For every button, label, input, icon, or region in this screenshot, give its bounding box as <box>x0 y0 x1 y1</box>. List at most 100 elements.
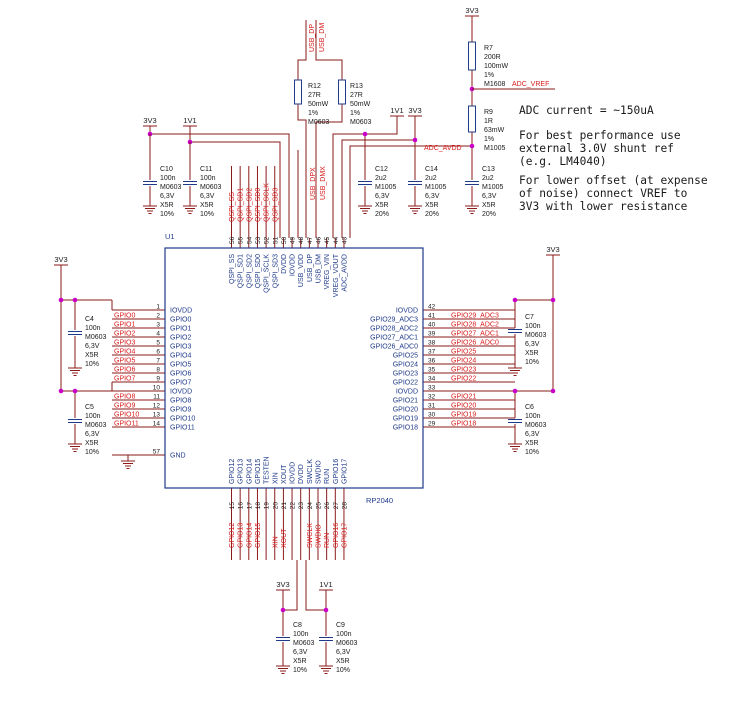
pin-number-32: 32 <box>428 394 436 401</box>
res-r9-text: R9 <box>484 109 493 116</box>
junction-dot <box>323 607 329 613</box>
net-label-gpio28_adc2: GPIO28_ADC2 <box>451 322 499 329</box>
pin-number-16: 16 <box>238 502 245 510</box>
cap-c5-text: X5R <box>85 440 99 447</box>
junction-dot <box>72 297 78 303</box>
pin-name-17: GPIO14 <box>246 459 253 484</box>
pin-name-39: GPIO27_ADC1 <box>370 335 418 342</box>
cap-c6-text: 100n <box>525 413 541 420</box>
net-label-gpio24: GPIO24 <box>451 358 476 365</box>
cap-c14-text: M1005 <box>425 184 447 191</box>
cap-c13-text: X5R <box>482 202 496 209</box>
pin-name-20: XIN <box>272 472 279 484</box>
pin-number-25: 25 <box>316 502 323 510</box>
junction-dot <box>72 388 78 394</box>
vreg-vin-wire <box>341 116 416 238</box>
net-label-gpio9: GPIO9 <box>114 403 136 410</box>
pin-name-26: RUN <box>324 469 331 484</box>
net-label-gpio15: GPIO15 <box>255 523 262 548</box>
cap-c12-text: 6,3V <box>375 193 390 200</box>
pin-number-24: 24 <box>307 502 314 510</box>
res-r7-text: 100mW <box>484 63 509 70</box>
net-label-gpio13: GPIO13 <box>238 523 245 548</box>
pin-number-20: 20 <box>272 502 279 510</box>
net-label-gpio25: GPIO25 <box>451 349 476 356</box>
pin-name-3: GPIO1 <box>170 326 192 333</box>
wire <box>297 50 307 80</box>
cap-c5-text: 100n <box>85 413 101 420</box>
cap-c6-text: C6 <box>525 404 534 411</box>
net-label-gpio23: GPIO23 <box>451 367 476 374</box>
power-label-c12: 1V1 <box>390 106 403 115</box>
net-label-gpio16: GPIO16 <box>333 523 340 548</box>
pin-number-46: 46 <box>316 236 323 244</box>
res-r9-text: 1R <box>484 118 493 125</box>
junction-dot <box>412 137 418 143</box>
pin-name-38: GPIO26_ADC0 <box>370 344 418 351</box>
net-label-gpio7: GPIO7 <box>114 376 136 383</box>
cap-c12-text: M1005 <box>375 184 397 191</box>
res-r7-text: R7 <box>484 45 493 52</box>
pin-name-29: GPIO18 <box>393 425 418 432</box>
pin-name-10: IOVDD <box>170 389 192 396</box>
cap-c7-text: X5R <box>525 350 539 357</box>
pin-number-14: 14 <box>153 421 161 428</box>
pin-name-13: GPIO10 <box>170 416 195 423</box>
net-label-xout: XOUT <box>281 528 288 548</box>
pin-number-45: 45 <box>324 236 331 244</box>
net-label-gpio11: GPIO11 <box>114 421 139 428</box>
note-best-performance: For best performance use external 3.0V s… <box>519 129 681 168</box>
pin-number-35: 35 <box>428 367 436 374</box>
pin-number-23: 23 <box>298 502 305 510</box>
net-label-gpio1: GPIO1 <box>114 322 136 329</box>
cap-c13-text: M1005 <box>482 184 504 191</box>
pin-name-24: SWCLK <box>307 459 314 484</box>
pin-name-40: GPIO28_ADC2 <box>370 326 418 333</box>
note-lower-offset: For lower offset (at expense of noise) c… <box>519 174 708 213</box>
cap-c9-text: C9 <box>336 622 345 629</box>
pin-number-44: 44 <box>333 236 340 244</box>
pin-name-23: DVDD <box>298 464 305 484</box>
pin-number-17: 17 <box>246 502 253 510</box>
cap-c8-text: 6,3V <box>293 649 308 656</box>
pin-name-57: GND <box>170 453 186 460</box>
res-r12-text: 27R <box>308 92 321 99</box>
pin-number-42: 42 <box>428 304 436 311</box>
chip-part: RP2040 <box>366 496 393 505</box>
net-label-gpio4: GPIO4 <box>114 349 136 356</box>
chip-ref: U1 <box>165 232 175 241</box>
junction-dot <box>280 607 286 613</box>
net-label-gpio6: GPIO6 <box>114 367 136 374</box>
power-label-c8: 3V3 <box>276 580 289 589</box>
pin-number-4: 4 <box>156 331 160 338</box>
pin-name-6: GPIO4 <box>170 353 192 360</box>
resistor-body <box>468 105 476 133</box>
power-label-c11: 1V1 <box>183 116 196 125</box>
pin-name-22: IOVDD <box>290 462 297 484</box>
pin-number-30: 30 <box>428 412 436 419</box>
cap-c4-text: 100n <box>85 325 101 332</box>
junction-dot <box>362 131 368 137</box>
res-r12-text: 50mW <box>308 101 329 108</box>
power-label-c7: 3V3 <box>546 245 559 254</box>
net-label-adc-avdd: ADC_AVDD <box>424 145 462 152</box>
cap-c12-text: 2u2 <box>375 175 387 182</box>
pin-name-14: GPIO11 <box>170 425 195 432</box>
res-r12-text: R12 <box>308 83 321 90</box>
res-r9-text: M1005 <box>484 145 506 152</box>
pin-number-21: 21 <box>281 502 288 510</box>
pin-name-12: GPIO9 <box>170 407 192 414</box>
pin-name-53: QSPI_SD0 <box>255 254 262 288</box>
net-label-qspi_ss: QSPI_SS <box>229 192 236 222</box>
pin-number-36: 36 <box>428 358 436 365</box>
cap-c13-text: 20% <box>482 211 496 218</box>
junction-dot <box>469 143 475 149</box>
pin-number-53: 53 <box>255 236 262 244</box>
pin-number-1: 1 <box>156 304 160 311</box>
pin-name-9: GPIO7 <box>170 380 192 387</box>
res-r13-text: 50mW <box>350 101 371 108</box>
cap-c9-text: M0603 <box>336 640 358 647</box>
net-label-qspi_sd1: QSPI_SD1 <box>238 188 245 222</box>
net-label-gpio14: GPIO14 <box>246 523 253 548</box>
res-r13-text: M0603 <box>350 119 372 126</box>
